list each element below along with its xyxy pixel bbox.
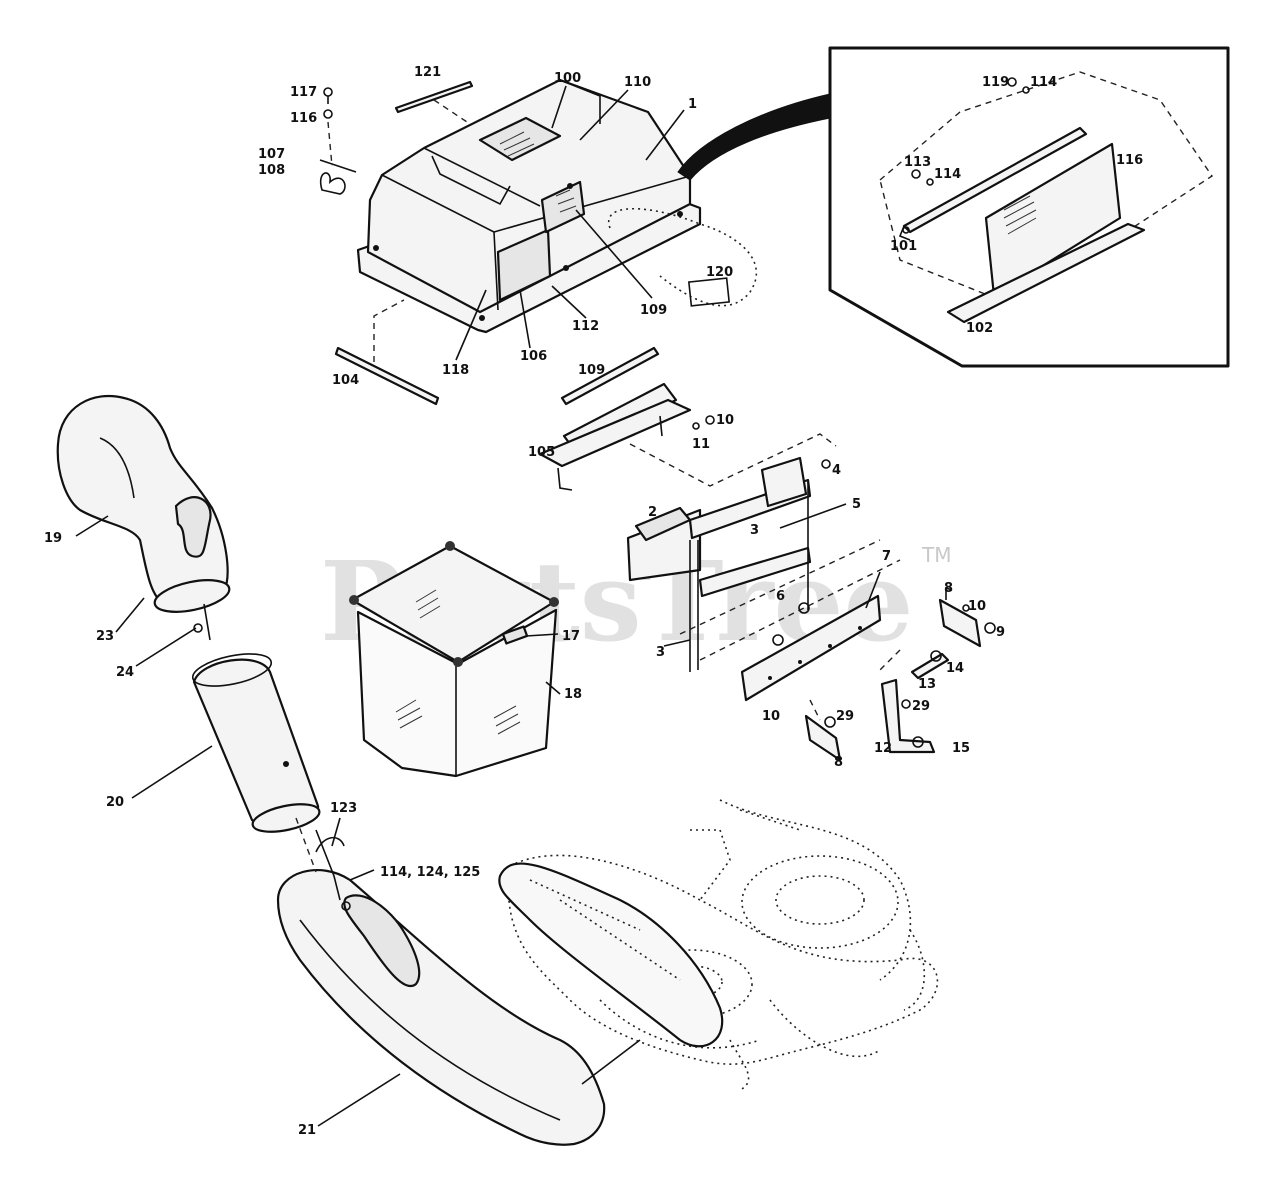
callout-15: 15 bbox=[952, 741, 970, 756]
callout-8-top: 8 bbox=[944, 581, 953, 596]
callout-11: 11 bbox=[692, 437, 710, 452]
callout-10-top: 10 bbox=[716, 413, 734, 428]
callout-10-right: 10 bbox=[968, 599, 986, 614]
callout-116-inset: 116 bbox=[1116, 153, 1143, 168]
callout-105: 105 bbox=[528, 445, 555, 460]
mount-frame-assembly bbox=[626, 456, 901, 702]
detail-inset-box bbox=[677, 46, 1230, 368]
callout-114-inset-top: 114 bbox=[1030, 75, 1057, 90]
callout-109-right: 109 bbox=[640, 303, 667, 318]
chute-tube bbox=[191, 603, 321, 833]
bracket-105 bbox=[538, 346, 837, 491]
right-brackets bbox=[804, 586, 996, 762]
callout-3-top: 3 bbox=[750, 523, 759, 538]
callout-120: 120 bbox=[706, 265, 733, 280]
callout-21: 21 bbox=[298, 1123, 316, 1138]
callout-104: 104 bbox=[332, 373, 359, 388]
callout-110: 110 bbox=[624, 75, 651, 90]
leader-lines bbox=[75, 85, 881, 1127]
callout-7: 7 bbox=[882, 549, 891, 564]
callout-29-right: 29 bbox=[912, 699, 930, 714]
callout-123: 123 bbox=[330, 801, 357, 816]
callout-10-bottom: 10 bbox=[762, 709, 780, 724]
callout-labels: 1 100 110 121 117 116 107 108 120 109 11… bbox=[44, 65, 1143, 1138]
callout-17: 17 bbox=[562, 629, 580, 644]
callout-109-mid: 109 bbox=[578, 363, 605, 378]
callout-113: 113 bbox=[904, 155, 931, 170]
callout-4: 4 bbox=[832, 463, 841, 478]
callout-18: 18 bbox=[564, 687, 582, 702]
callout-14: 14 bbox=[946, 661, 964, 676]
callout-2: 2 bbox=[648, 505, 657, 520]
callout-121: 121 bbox=[414, 65, 441, 80]
strip-121 bbox=[394, 80, 474, 114]
callout-29-left: 29 bbox=[836, 709, 854, 724]
callout-100: 100 bbox=[554, 71, 581, 86]
callout-118: 118 bbox=[442, 363, 469, 378]
grass-bag bbox=[349, 541, 559, 778]
mower-deck-outline bbox=[498, 799, 939, 1091]
small-parts-left bbox=[319, 87, 346, 195]
callout-24: 24 bbox=[116, 665, 134, 680]
callout-114-124-125: 114, 124, 125 bbox=[380, 865, 480, 880]
callout-9: 9 bbox=[996, 625, 1005, 640]
callout-8-bottom: 8 bbox=[834, 755, 843, 770]
callout-114-inset-mid: 114 bbox=[934, 167, 961, 182]
callout-6: 6 bbox=[776, 589, 785, 604]
callout-20: 20 bbox=[106, 795, 124, 810]
chute-elbow bbox=[56, 394, 231, 633]
callout-112: 112 bbox=[572, 319, 599, 334]
callout-116-top: 116 bbox=[290, 111, 317, 126]
callout-5: 5 bbox=[852, 497, 861, 512]
callout-102: 102 bbox=[966, 321, 993, 336]
watermark-trademark: TM bbox=[921, 543, 951, 567]
callout-117: 117 bbox=[290, 85, 317, 100]
lower-chute bbox=[276, 817, 606, 1146]
callout-12: 12 bbox=[874, 741, 892, 756]
callout-106: 106 bbox=[520, 349, 547, 364]
callout-23: 23 bbox=[96, 629, 114, 644]
hopper-cover-assembly bbox=[356, 78, 757, 334]
callout-108-left: 108 bbox=[258, 163, 285, 178]
callout-3-bottom: 3 bbox=[656, 645, 665, 660]
callout-19: 19 bbox=[44, 531, 62, 546]
callout-119: 119 bbox=[982, 75, 1009, 90]
callout-107: 107 bbox=[258, 147, 285, 162]
callout-1: 1 bbox=[688, 97, 697, 112]
callout-13: 13 bbox=[918, 677, 936, 692]
callout-101: 101 bbox=[890, 239, 917, 254]
strip-104 bbox=[334, 346, 440, 406]
